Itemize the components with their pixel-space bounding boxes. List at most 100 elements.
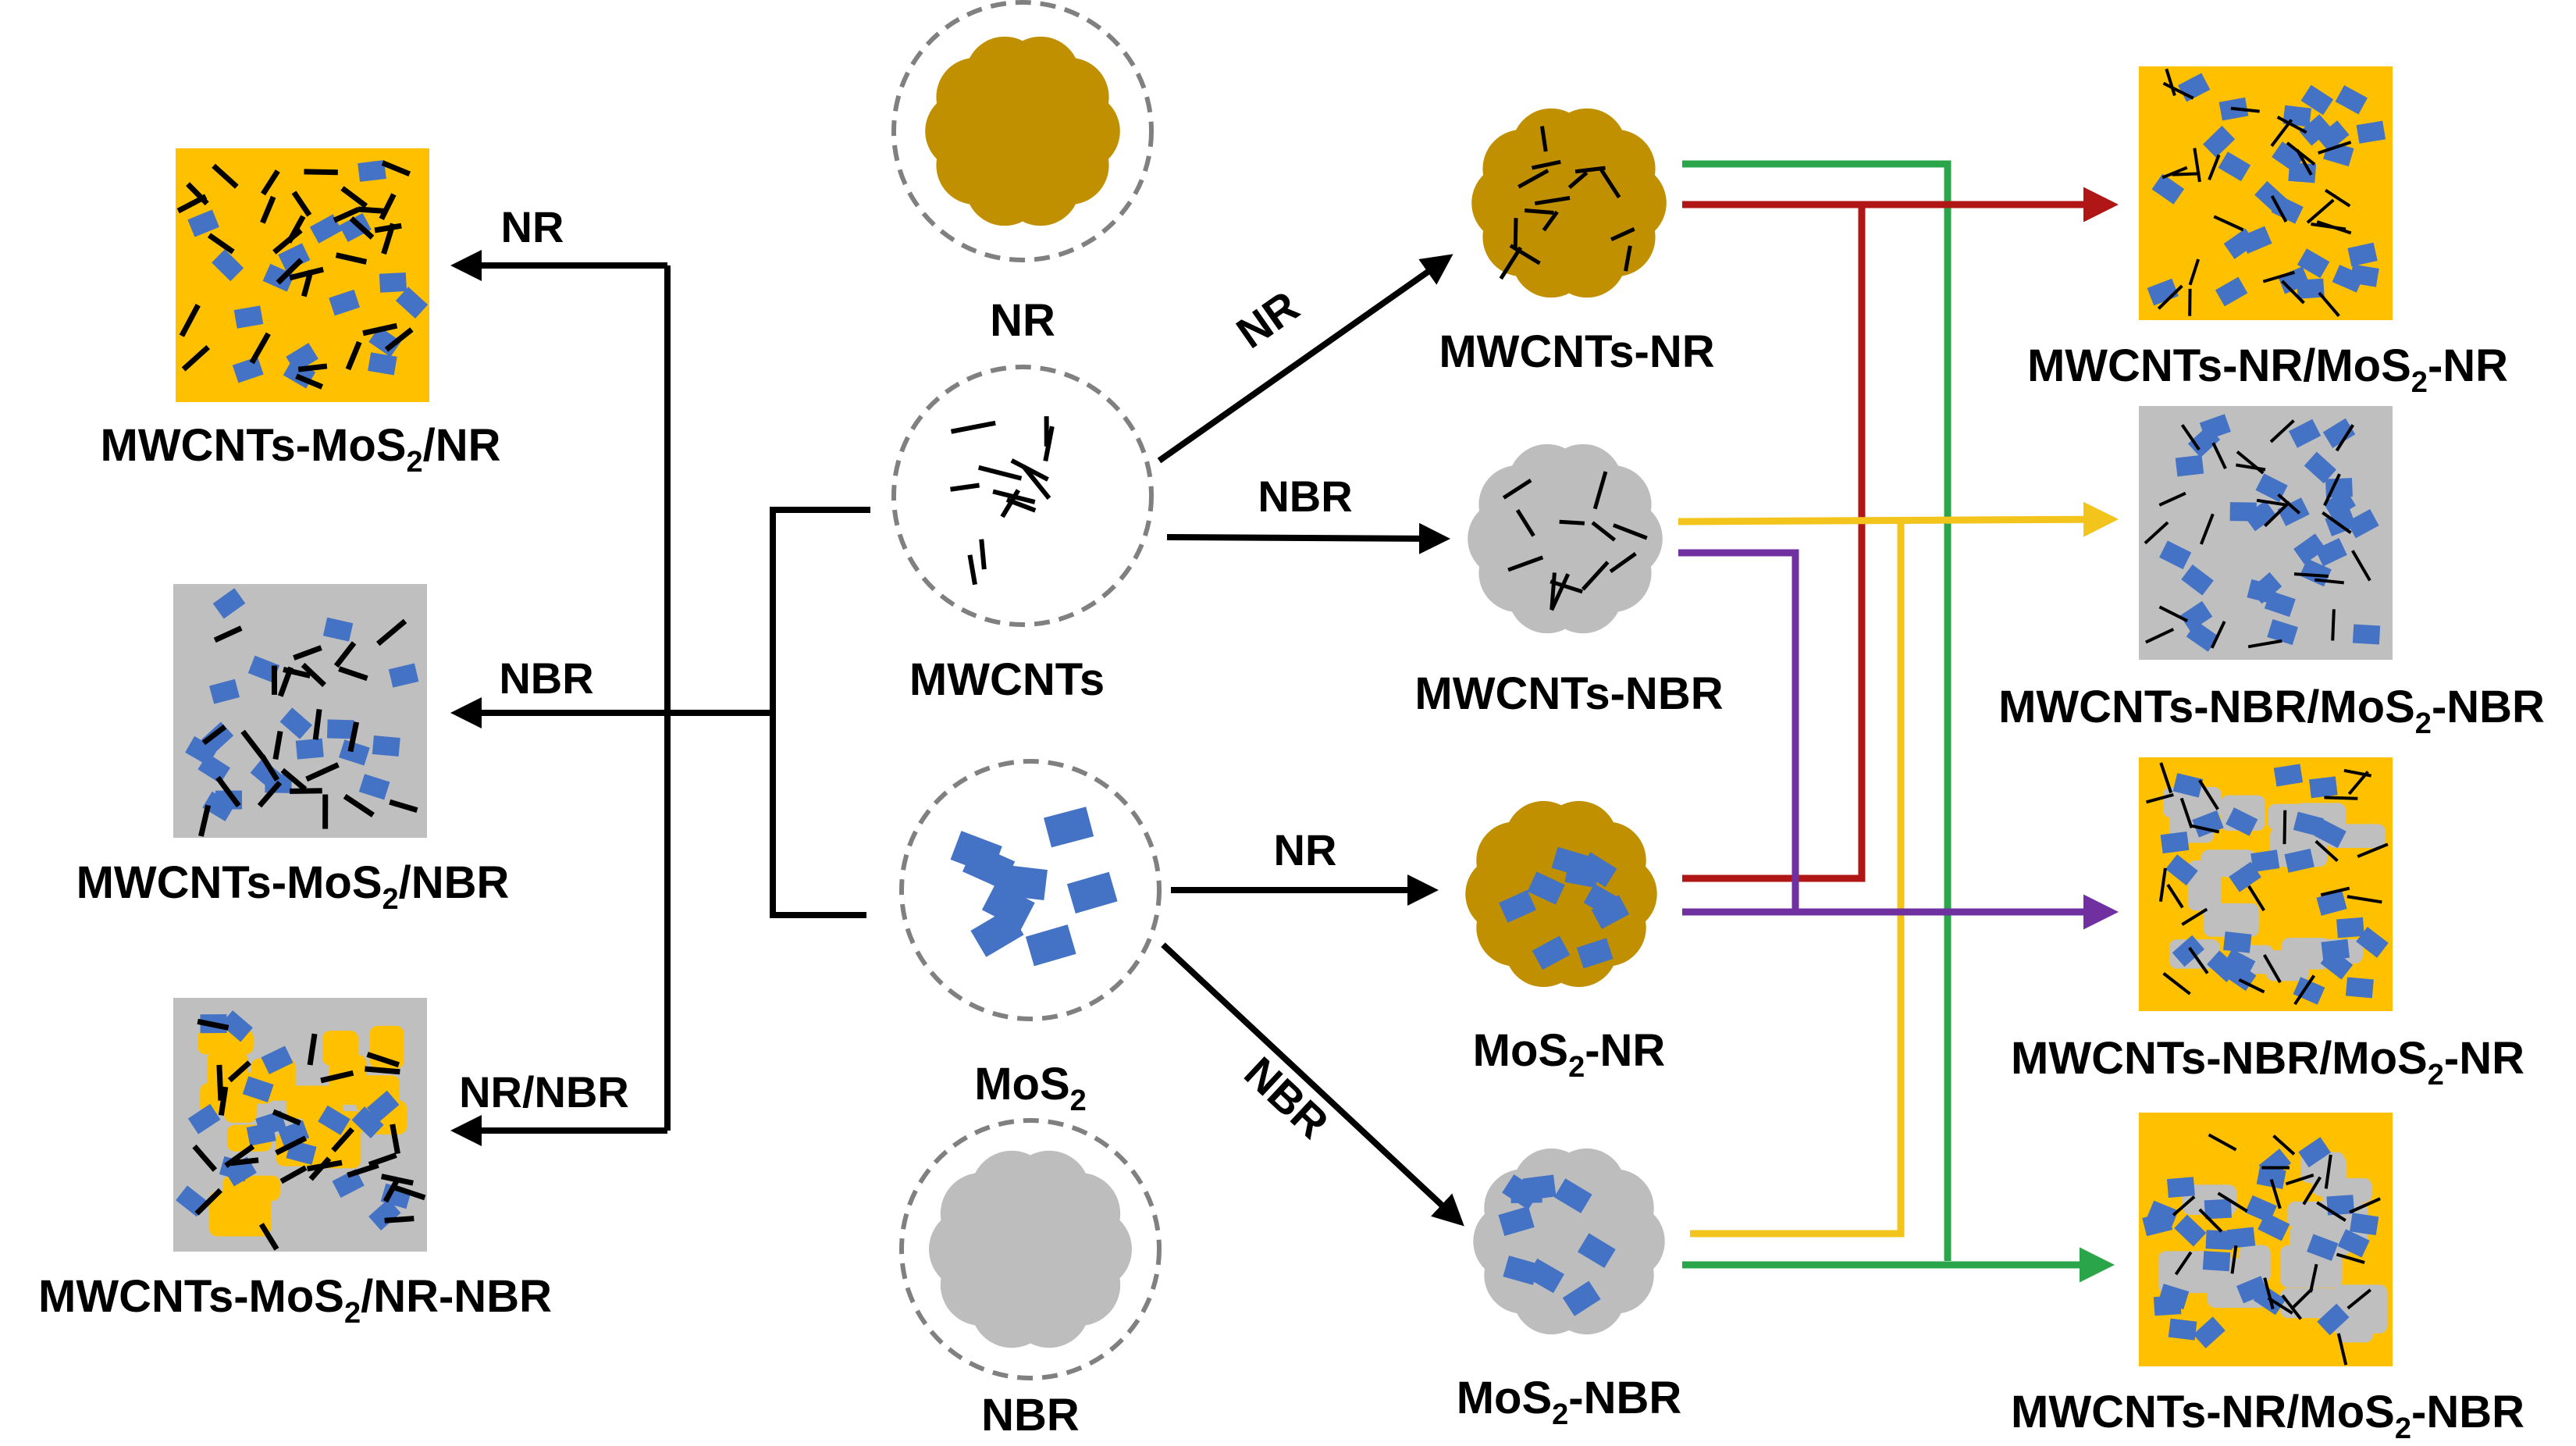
mwcnt-stick xyxy=(1612,523,1648,540)
mos2-flake xyxy=(1499,889,1537,923)
direct-mixing-bracket: NR NBR NR/NBR xyxy=(450,202,870,1146)
mos2-flake xyxy=(2165,854,2198,886)
arrow-mos2-to-nbr xyxy=(1161,942,1464,1227)
mwcnt-stick xyxy=(1499,246,1523,280)
mos2-flakes xyxy=(950,807,1118,967)
mwcnt-stick xyxy=(2180,424,2201,451)
mwcnt-stick xyxy=(366,1052,400,1068)
mos2-flake xyxy=(2277,497,2310,526)
matrix-patch xyxy=(2203,903,2260,937)
raw-mwcnts-circle xyxy=(891,365,1154,627)
mwcnts-nr-blob xyxy=(1471,108,1667,298)
mwcnt-stick xyxy=(2247,639,2282,649)
mwcnt-stick xyxy=(2351,550,2371,582)
mos2-flake xyxy=(339,739,370,766)
mwcnt-stick xyxy=(1550,573,1571,611)
mos2-flake xyxy=(1503,1255,1539,1285)
mwcnt-stick xyxy=(293,645,322,661)
mwcnt-stick xyxy=(2145,792,2174,804)
mos2-flake xyxy=(2159,540,2192,570)
left-product-1-label: MWCNTs-MoS2/NR xyxy=(101,420,501,479)
mwcnt-stick xyxy=(1509,244,1541,265)
masterbatch-mwcnts-nr: MWCNTs-NR xyxy=(1439,108,1715,377)
mos2-flake xyxy=(2267,619,2298,646)
mwcnt-stick xyxy=(1021,465,1051,500)
mwcnt-stick xyxy=(2162,81,2194,100)
mos2-flake xyxy=(2289,418,2322,448)
mos2-flake xyxy=(2356,926,2389,958)
mwcnt-stick xyxy=(2256,498,2286,507)
edge-label-left-nr: NR xyxy=(501,202,564,251)
mwcnt-stick xyxy=(379,193,397,220)
mwcnt-stick xyxy=(2270,195,2288,223)
right-product-1-fillers xyxy=(2147,68,2386,318)
mwcnt-stick xyxy=(2166,883,2184,909)
mwcnt-stick xyxy=(2217,1191,2248,1213)
mwcnt-stick xyxy=(1559,519,1585,525)
mos2-flake xyxy=(2314,538,2347,567)
mwcnt-stick xyxy=(286,215,306,244)
mwcnt-stick xyxy=(2264,500,2291,528)
mwcnt-stick xyxy=(384,1216,415,1223)
mwcnt-stick xyxy=(305,762,340,782)
mos2-flake xyxy=(286,343,318,373)
mwcnt-stick xyxy=(347,1163,379,1178)
mwcnt-stick xyxy=(2331,609,2336,641)
left-product-3-label: MWCNTs-MoS2/NR-NBR xyxy=(38,1271,552,1330)
routing-lines xyxy=(1678,160,2119,1283)
yellow-line-arrow xyxy=(1678,501,2119,537)
mos2-flake xyxy=(2203,126,2236,158)
mos2-flake xyxy=(2272,141,2304,173)
mwcnt-stick xyxy=(390,1124,400,1155)
mwcnt-stick xyxy=(2165,68,2176,96)
mwcnt-stick xyxy=(2318,291,2340,318)
mwcnt-stick xyxy=(213,625,243,643)
mwcnt-stick xyxy=(320,1070,354,1084)
mwcnt-stick xyxy=(950,483,980,492)
mos2-flake xyxy=(2160,831,2190,854)
mos2-flake xyxy=(2300,84,2334,116)
arrow-mwcnts-to-nr xyxy=(1157,254,1453,464)
mwcnt-stick xyxy=(257,780,283,808)
blob-core xyxy=(957,66,1088,197)
mwcnt-stick xyxy=(2347,1288,2371,1310)
mwcnt-stick xyxy=(2318,141,2352,155)
mwcnt-stick xyxy=(2238,978,2265,994)
blob-core xyxy=(1503,137,1635,269)
mos2-flake xyxy=(368,1198,401,1231)
mwcnt-stick xyxy=(2174,1251,2193,1276)
mos2-flake xyxy=(326,719,354,739)
mos2-flake xyxy=(1066,871,1118,914)
mos2-flake xyxy=(1025,924,1076,967)
mwcnt-stick xyxy=(2144,521,2169,545)
mwcnt-stick xyxy=(295,373,324,390)
left-product-2: MWCNTs-MoS2/NBR xyxy=(76,584,509,916)
mwcnt-stick xyxy=(2162,972,2191,995)
mwcnt-stick xyxy=(2308,1263,2318,1293)
mwcnt-stick xyxy=(331,1127,354,1152)
mwcnt-stick xyxy=(297,363,328,372)
raw-nr-label: NR xyxy=(990,295,1055,346)
mos2-flake xyxy=(379,272,407,293)
mwcnt-stick xyxy=(2292,1288,2314,1309)
left-product-2-fillers xyxy=(185,588,419,837)
mos2-flake xyxy=(1553,1178,1592,1213)
mos2-flake xyxy=(2243,500,2277,532)
bracket-line xyxy=(770,507,870,918)
mos2-flake xyxy=(2317,1303,2350,1336)
mos2-flake xyxy=(322,617,354,642)
raw-nr: NR xyxy=(891,0,1154,346)
mwcnt-stick xyxy=(1507,555,1544,572)
mos2-nr-flakes xyxy=(1499,846,1630,971)
mos2-flake xyxy=(2151,173,2185,205)
mwcnt-stick xyxy=(2281,1294,2303,1320)
mwcnt-stick xyxy=(215,775,241,808)
mwcnt-stick xyxy=(2302,1176,2322,1206)
mwcnt-stick xyxy=(2269,1178,2282,1209)
mos2-flake xyxy=(332,1169,365,1198)
mwcnt-stick xyxy=(2269,419,2295,443)
mos2-flake xyxy=(2249,572,2282,604)
mwcnt-stick xyxy=(2262,270,2295,283)
mos2-nbr-label: MoS2-NBR xyxy=(1457,1373,1682,1431)
mos2-flake xyxy=(2332,265,2364,293)
